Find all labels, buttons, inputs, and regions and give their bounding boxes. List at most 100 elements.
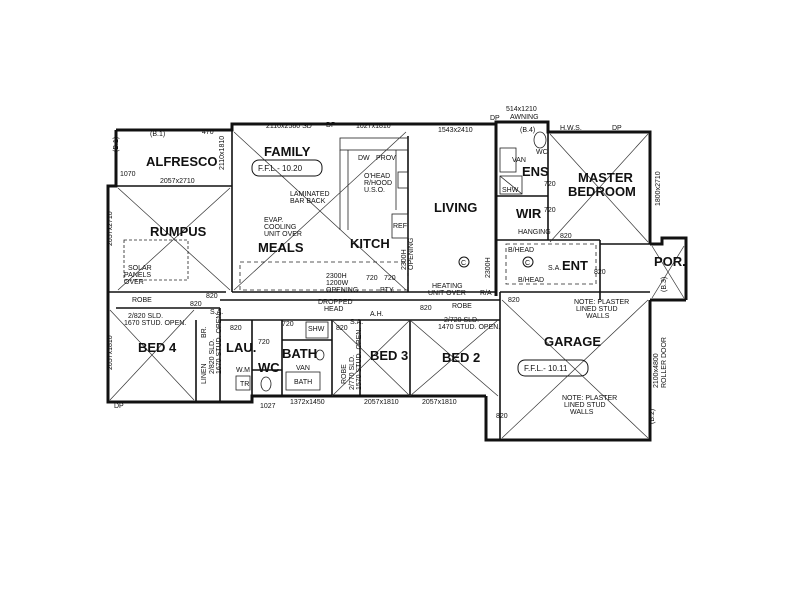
dropped-head: [239, 261, 409, 291]
dim-top-win1: 1027x1810: [356, 123, 391, 130]
label-c-entry: C: [525, 260, 530, 267]
room-ens: ENS: [522, 164, 549, 179]
room-bed3: BED 3: [370, 348, 408, 363]
label-solar-2: PANELS: [124, 272, 151, 279]
label-bhead-top: B/HEAD: [508, 247, 534, 254]
label-hws: H.W.S.: [560, 125, 582, 132]
exterior-walls: [106, 120, 688, 442]
ceiling-fan-entry: [522, 256, 534, 268]
label-robe-bed4: ROBE: [132, 297, 152, 304]
label-prov: PROV: [376, 155, 396, 162]
trough: [235, 375, 251, 391]
room-garage: GARAGE: [544, 334, 601, 349]
label-bhead-bottom: B/HEAD: [518, 277, 544, 284]
label-pty: PTY.: [380, 287, 395, 294]
dim-1070: 1070: [120, 171, 136, 178]
label-b1: (B.1): [150, 131, 165, 138]
shower-bath: [305, 321, 329, 339]
dim-family-win: 2110x1810: [219, 136, 226, 170]
label-sld-bed3-2: 1570 STUD. OPEN.: [356, 328, 363, 390]
label-solar-1: SOLAR: [128, 265, 152, 272]
label-ah: A.H.: [370, 311, 384, 318]
label-sa-bed4: S.A.: [210, 309, 223, 316]
ceiling-fan-living: [458, 256, 470, 268]
label-ra: R/A: [480, 290, 492, 297]
label-ohood-3: U.S.O.: [364, 187, 385, 194]
ffl-markers: F.F.L.- 10.20 F.F.L.- 10.11: [251, 159, 589, 377]
label-linen: LINEN: [201, 363, 208, 384]
label-note2-2: LINED STUD: [564, 402, 606, 409]
label-note2-1: NOTE: PLASTER: [562, 395, 617, 402]
label-laminated-2: BAR BACK: [290, 198, 326, 205]
toilet-wc: [260, 376, 272, 392]
bulkhead: [505, 243, 597, 285]
label-solar-3: OVER: [124, 279, 144, 286]
label-note1-3: WALLS: [586, 313, 610, 320]
label-sld-lau-1: 2/820 SLD.: [209, 339, 216, 374]
ffl-family: F.F.L.- 10.20: [258, 164, 303, 173]
label-opening-3: OPENING: [326, 287, 358, 294]
room-rumpus: RUMPUS: [150, 224, 207, 239]
annotation-labels: DP DP DP DP H.W.S. DW PROV O'HEAD R/HOOD…: [113, 115, 668, 424]
label-shw-ens: SHW: [502, 187, 519, 194]
label-b1-side: (B.1): [113, 137, 120, 152]
shower-ensuite: [499, 175, 523, 195]
label-sld-bed4-2: 1670 STUD. OPEN.: [124, 320, 186, 327]
label-evap-1: EVAP.: [264, 217, 283, 224]
room-diagonals: [109, 131, 685, 439]
dim-bottom-win1: 1027: [260, 403, 276, 410]
label-robe-bed2: ROBE: [452, 303, 472, 310]
ffl-garage: F.F.L.- 10.11: [524, 364, 568, 373]
room-lau: LAU.: [226, 340, 256, 355]
label-van: VAN: [512, 157, 526, 164]
label-820-rumpus: 820: [206, 293, 218, 300]
bath-tub: [285, 371, 321, 391]
room-bed4: BED 4: [138, 340, 177, 355]
room-master-1: MASTER: [578, 170, 634, 185]
room-bed2: BED 2: [442, 350, 480, 365]
label-dropped-head: DROPPED: [318, 299, 353, 306]
label-c-living: C: [461, 260, 466, 267]
label-br: BR.: [201, 326, 208, 338]
label-720-wc: 720: [258, 339, 270, 346]
dim-awning-2: AWNING: [510, 114, 539, 121]
label-note1-1: NOTE: PLASTER: [574, 299, 629, 306]
label-wc-ens: WC: [536, 149, 548, 156]
label-opening-2: 1200W: [326, 280, 349, 287]
label-sld-lau-2: 1670 STUD. OPEN.: [216, 312, 223, 374]
label-b2: (B.2): [649, 409, 656, 424]
label-dp-top: DP: [326, 122, 336, 129]
label-b4: (B.4): [520, 127, 535, 134]
label-720-ens: 720: [544, 181, 556, 188]
room-bath: BATH: [282, 346, 317, 361]
dim-470: 470: [202, 129, 214, 136]
label-820-por: 820: [594, 269, 606, 276]
label-sld-bed2-2: 1470 STUD. OPEN.: [438, 324, 500, 331]
label-heating-1: HEATING: [432, 283, 463, 290]
label-sa-hall: S.A.: [350, 319, 363, 326]
label-heating-2: UNIT OVER: [428, 290, 466, 297]
vanity: [499, 147, 517, 173]
label-bath-small: BATH: [294, 379, 312, 386]
label-opening-1: 2300H: [326, 273, 347, 280]
room-family: FAMILY: [264, 144, 311, 159]
interior-walls: [108, 130, 650, 440]
room-ent: ENT: [562, 258, 588, 273]
label-820-bed2: 820: [420, 305, 432, 312]
label-hanging: HANGING: [518, 229, 551, 236]
label-evap-2: COOLING: [264, 224, 296, 231]
label-720-pty: 720: [384, 275, 396, 282]
label-820-bed3: 820: [336, 325, 348, 332]
dim-bottom-win2: 1372x1450: [290, 399, 325, 406]
label-820-bed4: 820: [190, 301, 202, 308]
dim-top-door1: 2110x2580 SD: [266, 123, 312, 130]
room-labels: ALFRESCO FAMILY MEALS KITCH LIVING ENS M…: [138, 144, 686, 375]
oven: [397, 171, 409, 189]
solar-panels: [123, 239, 189, 281]
label-note1-2: LINED STUD: [576, 306, 618, 313]
label-tr: TR: [240, 381, 249, 388]
room-kitch: KITCH: [350, 236, 390, 251]
room-wir: WIR: [516, 206, 542, 221]
label-dropped-head-2: HEAD: [324, 306, 343, 313]
